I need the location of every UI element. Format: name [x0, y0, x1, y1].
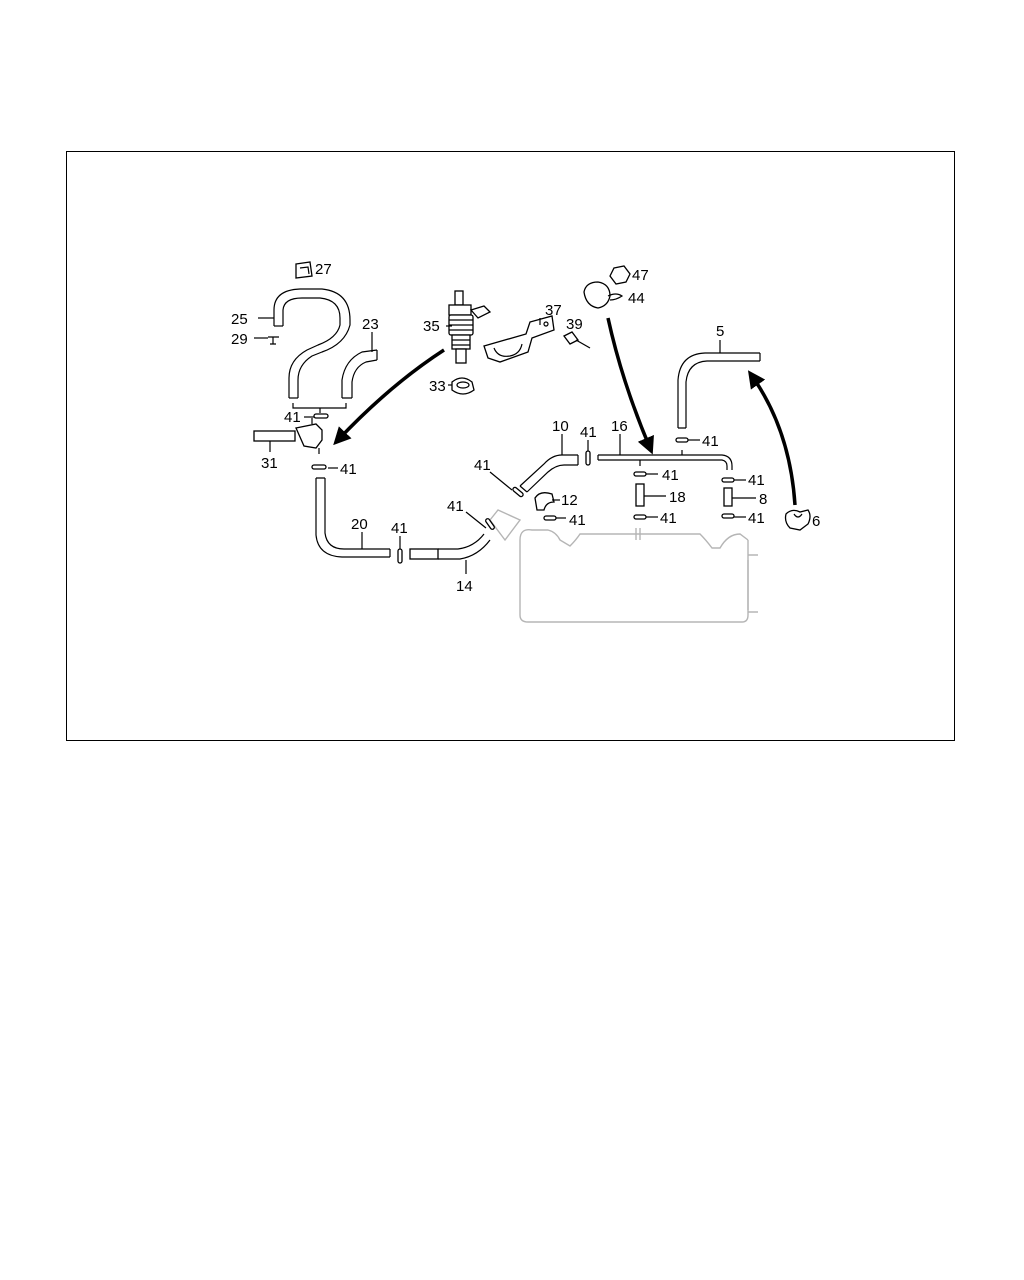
bracket-line [292, 403, 347, 413]
label-41-d: 41 [447, 498, 464, 515]
label-41-h: 41 [662, 467, 679, 484]
label-12: 12 [561, 492, 578, 509]
part-14-hose [409, 533, 491, 560]
part-35-filter [448, 290, 492, 364]
label-47: 47 [632, 267, 649, 284]
label-44: 44 [628, 290, 645, 307]
label-41-g: 41 [702, 433, 719, 450]
part-44-damper [583, 281, 624, 309]
label-27: 27 [315, 261, 332, 278]
label-29: 29 [231, 331, 248, 348]
label-8: 8 [759, 491, 767, 508]
label-18: 18 [669, 489, 686, 506]
assembly-arrows [333, 317, 797, 506]
part-25-hose [273, 288, 351, 399]
label-41-a: 41 [284, 409, 301, 426]
label-41-k: 41 [748, 472, 765, 489]
part-10-hose [519, 454, 579, 493]
part-6-clip [784, 509, 811, 531]
part-41-clamps [311, 413, 735, 564]
label-6: 6 [812, 513, 820, 530]
part-16-pipe [597, 450, 733, 470]
label-33: 33 [429, 378, 446, 395]
label-10: 10 [552, 418, 569, 435]
label-35: 35 [423, 318, 440, 335]
label-16: 16 [611, 418, 628, 435]
part-labels: 27 25 29 23 41 31 41 20 41 14 41 41 35 3… [231, 261, 820, 595]
label-25: 25 [231, 311, 248, 328]
part-29-screw [268, 336, 279, 345]
label-31: 31 [261, 455, 278, 472]
diagram-frame [66, 151, 955, 741]
label-41-i: 41 [660, 510, 677, 527]
part-8-hose [723, 487, 733, 507]
label-5: 5 [716, 323, 724, 340]
part-39-screw [563, 331, 591, 349]
label-41-f: 41 [580, 424, 597, 441]
part-27-clip [295, 261, 313, 279]
label-23: 23 [362, 316, 379, 333]
label-37: 37 [545, 302, 562, 319]
label-20: 20 [351, 516, 368, 533]
leader-lines [254, 317, 756, 574]
label-14: 14 [456, 578, 473, 595]
part-37-bracket [483, 315, 555, 363]
part-23-hose [341, 349, 378, 399]
part-47-nut [609, 265, 631, 285]
part-12-elbow [534, 492, 555, 511]
part-31-tee [253, 418, 323, 454]
label-41-b: 41 [340, 461, 357, 478]
label-39: 39 [566, 316, 583, 333]
part-33-grommet [451, 377, 475, 395]
part-5-pipe [677, 352, 761, 429]
label-41-j: 41 [569, 512, 586, 529]
part-20-hose [315, 477, 391, 558]
part-18-hose [635, 483, 645, 507]
engine-outline [489, 509, 758, 623]
label-41-l: 41 [748, 510, 765, 527]
label-41-c: 41 [391, 520, 408, 537]
label-41-e: 41 [474, 457, 491, 474]
